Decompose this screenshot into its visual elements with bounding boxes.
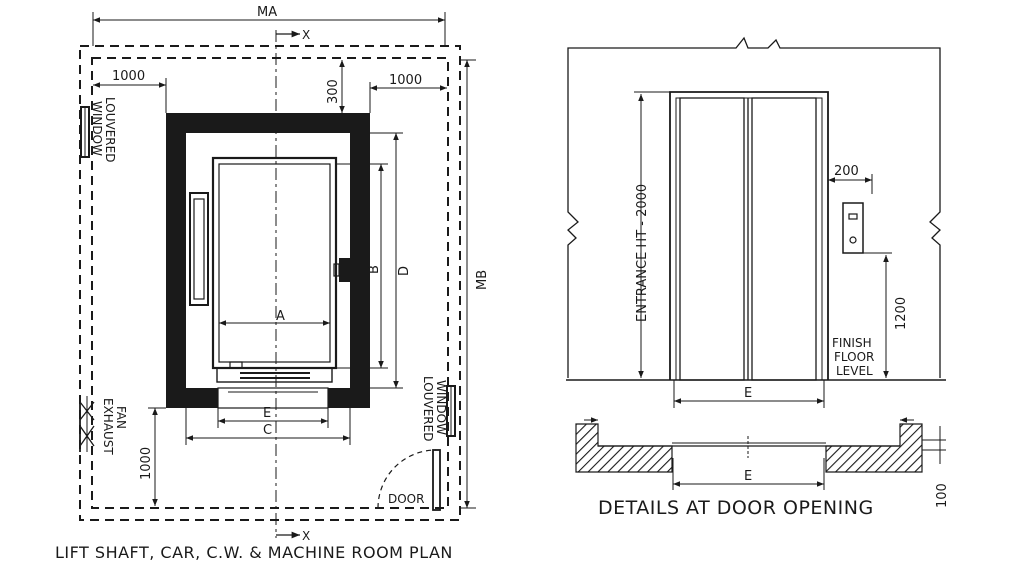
dim-e-elev-label: E — [744, 386, 752, 401]
dim-200-label: 200 — [834, 164, 859, 179]
wall-elevation-outline — [567, 36, 941, 378]
car-outline — [211, 156, 338, 370]
door-swing-arc — [377, 449, 437, 509]
exhaust-fan-icon — [79, 396, 95, 452]
door-frame-inner — [675, 97, 823, 380]
ffl-label-3: LEVEL — [836, 364, 873, 378]
door-opening-details: ENTRANCE HT - 2000 200 1200 FINISH FLOOR… — [566, 36, 950, 519]
dim-b-label: B — [367, 265, 382, 274]
dim-c-label: C — [263, 423, 272, 438]
ffl-label-1: FINISH — [832, 336, 872, 350]
section-wall-left — [575, 423, 673, 473]
panel-indicator — [848, 213, 858, 220]
car-inner — [218, 163, 331, 363]
dim-left-1000-label: 1000 — [112, 69, 145, 84]
dim-300-label: 300 — [326, 79, 341, 104]
car-door-sill — [216, 367, 333, 383]
door-leaf-left — [679, 97, 745, 381]
car-guide-rail — [339, 258, 350, 282]
details-caption: DETAILS AT DOOR OPENING — [598, 497, 874, 519]
dim-a-label: A — [276, 309, 285, 324]
door-leaf-right — [751, 97, 817, 381]
plan-caption: LIFT SHAFT, CAR, C.W. & MACHINE ROOM PLA… — [55, 543, 453, 562]
door-leaf — [432, 449, 441, 511]
ffl-label-2: FLOOR — [834, 350, 874, 364]
axis-label-bottom: X — [302, 529, 310, 543]
dim-bottom-1000-label: 1000 — [139, 447, 154, 480]
exhaust-fan-label-2: FAN — [114, 406, 128, 429]
dim-100-label: 100 — [935, 483, 950, 508]
car-guide-shoe — [333, 263, 340, 277]
dim-1200-label: 1200 — [894, 297, 909, 330]
push-button-panel — [842, 202, 864, 254]
dim-e-sect-label: E — [744, 469, 752, 484]
counterweight — [189, 192, 209, 306]
car-door-operator — [229, 361, 243, 369]
exhaust-fan-label-1: EXHAUST — [101, 398, 115, 455]
louvered-window-left-label-2: WINDOW — [90, 101, 104, 156]
door-frame — [669, 91, 829, 380]
dim-ma-label: MA — [257, 5, 277, 20]
louvered-window-right-label-2: WINDOW — [434, 380, 448, 435]
dim-d-label: D — [397, 266, 412, 276]
axis-label-top: X — [302, 28, 310, 42]
shaft-outline — [91, 57, 449, 509]
lift-plan-view: X X MA MB 1000 1000 300 — [55, 5, 490, 562]
dim-mb-label: MB — [475, 270, 490, 290]
section-wall-right — [825, 423, 923, 473]
dim-e-plan-label: E — [263, 406, 271, 421]
dim-right-1000-label: 1000 — [389, 73, 422, 88]
call-button-icon — [849, 236, 857, 244]
machine-room-outline — [79, 45, 461, 521]
louvered-window-left-label-1: LOUVERED — [103, 97, 117, 162]
landing-sill — [217, 387, 329, 409]
door-label: DOOR — [388, 492, 424, 506]
dim-entrance-ht-label: ENTRANCE HT - 2000 — [635, 184, 650, 322]
louvered-window-right-label-1: LOUVERED — [421, 376, 435, 441]
counterweight-inner — [193, 198, 205, 300]
